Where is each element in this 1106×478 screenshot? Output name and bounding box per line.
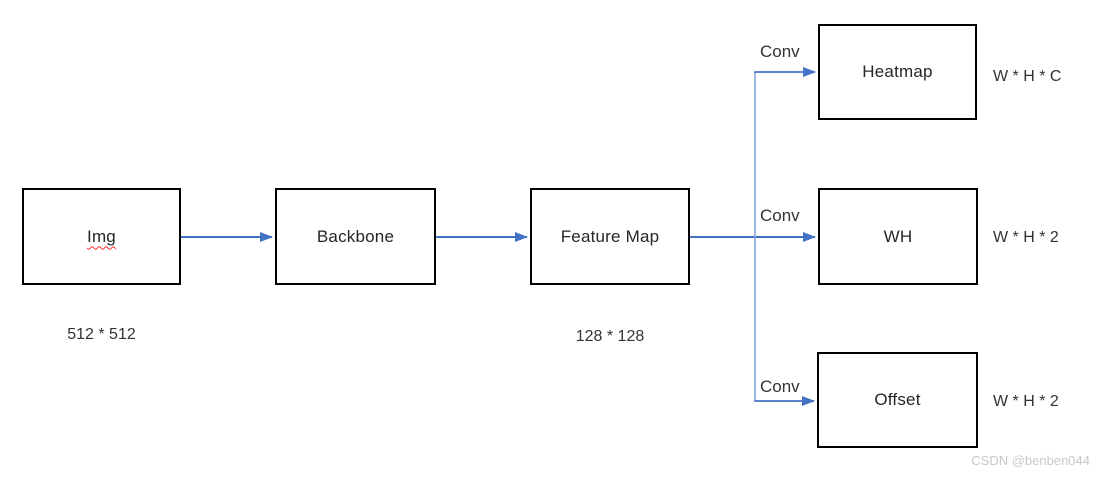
node-heatmap-label: Heatmap: [862, 62, 933, 81]
heatmap-output-dims: W * H * C: [993, 68, 1062, 85]
csdn-watermark: CSDN @benben044: [971, 453, 1090, 468]
img-size-label: 512 * 512: [67, 326, 136, 343]
conv-label-wh: Conv: [760, 206, 800, 225]
node-img: Img: [22, 188, 181, 285]
node-heatmap: Heatmap: [818, 24, 977, 120]
wh-output-dims: W * H * 2: [993, 229, 1059, 246]
feature-map-size-label: 128 * 128: [575, 328, 645, 345]
node-feature-map-label: Feature Map: [560, 226, 660, 246]
node-feature-map: Feature Map: [530, 188, 690, 285]
node-offset: Offset: [817, 352, 978, 448]
offset-output-dims: W * H * 2: [993, 393, 1059, 410]
node-wh: WH: [818, 188, 978, 285]
node-backbone-label: Backbone: [316, 226, 395, 246]
node-offset-label: Offset: [874, 390, 921, 409]
node-img-label: Img: [87, 226, 116, 246]
node-wh-label: WH: [883, 226, 913, 246]
conv-label-offset: Conv: [760, 377, 800, 396]
conv-label-heatmap: Conv: [760, 42, 800, 61]
node-backbone: Backbone: [275, 188, 436, 285]
